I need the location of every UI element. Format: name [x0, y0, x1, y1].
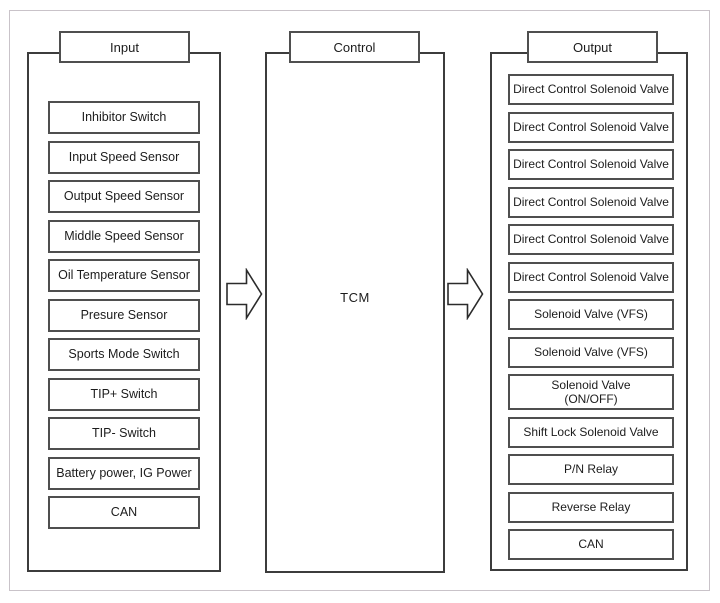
input-item-presure-sensor: Presure Sensor: [48, 298, 200, 332]
output-item-direct-control-solenoid-valve-6: Direct Control Solenoid Valve: [508, 261, 674, 293]
output-item-direct-control-solenoid-valve-5: Direct Control Solenoid Valve: [508, 224, 674, 255]
control-header-label: Control: [333, 39, 376, 55]
output-header-label: Output: [572, 39, 613, 55]
input-item-tip-minus-switch: TIP- Switch: [48, 417, 200, 450]
output-column: Direct Control Solenoid Valve Direct Con…: [490, 52, 688, 571]
output-item-shift-lock-solenoid-valve: Shift Lock Solenoid Valve: [508, 416, 674, 448]
input-item-input-speed-sensor: Input Speed Sensor: [48, 140, 200, 174]
page-border: [9, 10, 710, 591]
input-item-battery-ig-power: Battery power, IG Power: [48, 456, 200, 490]
control-header: Control: [289, 31, 420, 63]
output-header: Output: [527, 31, 658, 63]
output-item-solenoid-valve-vfs-2: Solenoid Valve (VFS): [508, 336, 674, 368]
output-item-solenoid-valve-vfs-1: Solenoid Valve (VFS): [508, 299, 674, 330]
flow-arrow-input-to-control-icon: [226, 268, 263, 320]
output-item-direct-control-solenoid-valve-4: Direct Control Solenoid Valve: [508, 186, 674, 218]
output-item-can: CAN: [508, 529, 674, 560]
output-item-direct-control-solenoid-valve-3: Direct Control Solenoid Valve: [508, 149, 674, 180]
input-item-can: CAN: [48, 496, 200, 529]
input-item-middle-speed-sensor: Middle Speed Sensor: [48, 219, 200, 253]
input-column: Inhibitor Switch Input Speed Sensor Outp…: [27, 52, 221, 572]
input-header-label: Input: [110, 39, 139, 55]
input-item-tip-plus-switch: TIP+ Switch: [48, 377, 200, 411]
flow-arrow-control-to-output-icon: [447, 268, 484, 320]
output-item-reverse-relay: Reverse Relay: [508, 491, 674, 523]
tcm-label: TCM: [340, 290, 370, 305]
input-header: Input: [59, 31, 190, 63]
input-item-sports-mode-switch: Sports Mode Switch: [48, 338, 200, 371]
output-item-solenoid-valve-on-off: Solenoid Valve (ON/OFF): [508, 374, 674, 410]
input-items: Inhibitor Switch Input Speed Sensor Outp…: [48, 101, 200, 529]
input-item-output-speed-sensor: Output Speed Sensor: [48, 180, 200, 213]
output-item-direct-control-solenoid-valve-1: Direct Control Solenoid Valve: [508, 74, 674, 105]
output-items: Direct Control Solenoid Valve Direct Con…: [508, 74, 674, 560]
output-item-direct-control-solenoid-valve-2: Direct Control Solenoid Valve: [508, 111, 674, 143]
input-item-inhibitor-switch: Inhibitor Switch: [48, 101, 200, 134]
input-item-oil-temperature-sensor: Oil Temperature Sensor: [48, 259, 200, 292]
control-column: TCM: [265, 52, 445, 573]
output-item-pn-relay: P/N Relay: [508, 454, 674, 485]
